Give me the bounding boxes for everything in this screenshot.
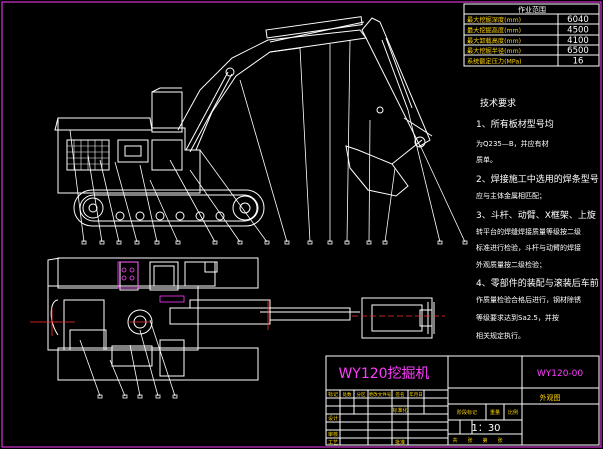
engine-cover bbox=[151, 91, 183, 133]
cab-top bbox=[149, 261, 179, 291]
perf-row-value: 6040 bbox=[567, 15, 589, 25]
title-mid-label: 标准化 bbox=[392, 407, 407, 414]
tech-requirement-line: 标准进行检验，斗杆与动臂的焊接 bbox=[476, 243, 581, 252]
upper-structure bbox=[47, 285, 199, 351]
tech-requirement-line: 等级要求达到Sa2.5，并按 bbox=[476, 313, 559, 322]
perf-row-label: 最大卸载高度(mm) bbox=[467, 37, 521, 45]
performance-table bbox=[463, 3, 600, 67]
scale-value: 1：30 bbox=[471, 423, 500, 434]
title-sheet-label: 共 bbox=[452, 437, 457, 444]
title-stage-label: 比例 bbox=[508, 409, 518, 416]
drawing-number: WY120-00 bbox=[537, 369, 584, 379]
side-panel-3 bbox=[151, 139, 183, 171]
title-row-label: 工艺 bbox=[328, 440, 338, 446]
tech-requirements-heading: 技术要求 bbox=[480, 97, 516, 109]
tech-requirement-line: 为Q235—B，并应有材 bbox=[476, 139, 549, 148]
boom-top bbox=[169, 307, 271, 325]
title-header-label: 分区 bbox=[357, 391, 366, 398]
perf-row-value: 16 bbox=[573, 57, 584, 67]
stick bbox=[361, 17, 431, 147]
boom-cylinder bbox=[185, 71, 229, 151]
excavator-side-view bbox=[54, 16, 433, 227]
center-lines bbox=[30, 300, 445, 336]
title-header-label: 处数 bbox=[343, 391, 352, 398]
title-header-label: 年月日 bbox=[409, 391, 423, 398]
tech-requirement-line: 3、斗杆、动臂、X框架、上旋 bbox=[476, 209, 596, 221]
track-rollers bbox=[82, 195, 258, 221]
excavator-top-view bbox=[47, 257, 435, 381]
bucket bbox=[345, 145, 409, 197]
tech-requirement-line: 转平台的焊缝焊接质量等级按二级 bbox=[476, 227, 581, 236]
tech-requirement-line: 相关规定执行。 bbox=[476, 331, 525, 340]
tech-requirement-line: 4、零部件的装配与滚装后车前 bbox=[476, 277, 599, 289]
title-row-label: 标记 bbox=[328, 391, 338, 398]
perf-row-value: 4500 bbox=[567, 25, 589, 35]
crawler-right bbox=[57, 347, 259, 381]
product-name: WY120挖掘机 bbox=[338, 366, 429, 382]
tech-requirement-line: 外观质量按二级检验； bbox=[476, 260, 546, 269]
title-sheet-label: 张 bbox=[467, 437, 472, 444]
tech-requirement-line: 质单。 bbox=[476, 155, 497, 164]
perf-row-label: 最大挖掘高度(mm) bbox=[467, 26, 521, 34]
perf-row-label: 系统额定压力(MPa) bbox=[467, 58, 522, 66]
title-header-label: 更改文件号 bbox=[369, 391, 392, 398]
leader-lines-top bbox=[79, 319, 176, 397]
crawler-track bbox=[73, 189, 265, 227]
balloon-markers-side bbox=[81, 240, 468, 245]
balloon-markers-top bbox=[97, 394, 178, 399]
title-block-grid bbox=[325, 355, 600, 446]
title-sheet-label: 张 bbox=[497, 437, 502, 444]
perf-row-label: 最大挖掘半径(mm) bbox=[467, 47, 521, 55]
leader-lines-side bbox=[69, 39, 466, 243]
drawing-type: 外观图 bbox=[540, 393, 561, 402]
top-view-details bbox=[117, 261, 185, 303]
tech-requirement-line: 应与主体金属相匹配； bbox=[476, 191, 546, 200]
crawler-left bbox=[57, 257, 259, 289]
perf-row-value: 4100 bbox=[567, 36, 589, 46]
stick-cylinder bbox=[265, 16, 363, 39]
side-panel-1 bbox=[117, 139, 149, 163]
counterweight bbox=[54, 117, 153, 131]
tech-requirement-line: 作质量检验合格后进行，钢材除锈 bbox=[476, 295, 581, 304]
title-stage-label: 重量 bbox=[490, 409, 500, 416]
tech-requirement-line: 2、焊接施工中选用的焊条型号 bbox=[476, 173, 599, 185]
bucket-cylinder bbox=[381, 39, 409, 111]
title-row-label: 审核 bbox=[328, 431, 338, 438]
perf-row-value: 6500 bbox=[567, 46, 589, 56]
title-sheet-label: 第 bbox=[482, 437, 487, 444]
title-row-label: 设计 bbox=[328, 415, 338, 422]
side-panel-2 bbox=[124, 145, 142, 157]
title-stage-label: 阶段标记 bbox=[457, 409, 477, 416]
tech-requirement-line: 1、所有板材型号均 bbox=[476, 118, 554, 130]
perf-row-label: 最大挖掘深度(mm) bbox=[467, 16, 521, 24]
title-mid-label: 批准 bbox=[395, 439, 405, 446]
boom bbox=[177, 29, 367, 151]
performance-table-title: 作业范围 bbox=[518, 5, 546, 14]
title-header-label: 签名 bbox=[396, 391, 405, 398]
